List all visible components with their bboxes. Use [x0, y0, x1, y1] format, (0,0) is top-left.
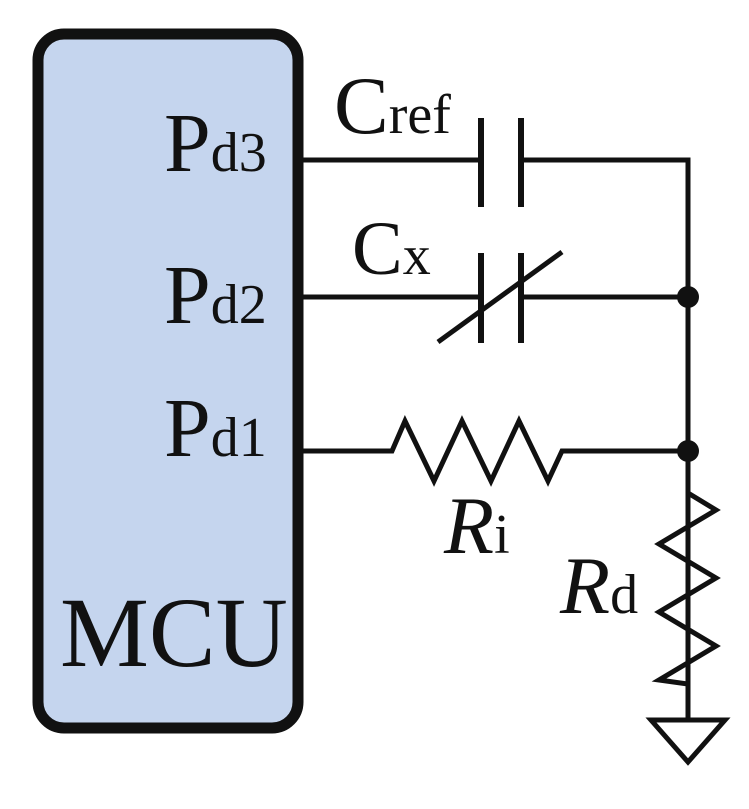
pin-label-d1-sub: d1 — [211, 407, 267, 469]
cref-label-sub: ref — [389, 84, 452, 146]
rd-label: Rd — [559, 540, 638, 631]
cx-label-sub: x — [403, 225, 431, 287]
ground-triangle-icon — [645, 717, 731, 766]
cx-label-main: C — [352, 207, 403, 291]
pin-label-d3-main: P — [164, 97, 211, 190]
wire-pd1-ri — [303, 414, 688, 487]
mcu-label: MCU — [60, 577, 288, 688]
capacitor-cx — [436, 249, 564, 345]
pin-label-d3: Pd3 — [164, 97, 267, 190]
ri-label: Ri — [443, 480, 510, 571]
pin-label-d1-main: P — [164, 382, 211, 475]
ri-label-main: R — [443, 480, 494, 571]
pin-label-d2: Pd2 — [164, 249, 267, 342]
resistor-rd — [651, 451, 721, 718]
mcu-block — [32, 28, 304, 734]
pin-label-d2-sub: d2 — [211, 274, 267, 336]
rd-label-main: R — [559, 540, 610, 631]
capacitor-cref — [478, 118, 524, 207]
junction-dot-icon — [677, 286, 699, 308]
pin-label-d1: Pd1 — [164, 382, 267, 475]
cx-variable-arrow — [436, 249, 564, 345]
pin-label-d2-main: P — [164, 249, 211, 342]
ri-label-sub: i — [494, 504, 510, 566]
cref-label: Cref — [334, 60, 451, 151]
cref-label-main: C — [334, 60, 389, 151]
cx-label: Cx — [352, 207, 431, 291]
junction-dot-icon — [677, 440, 699, 462]
pin-label-d3-sub: d3 — [211, 122, 267, 184]
rd-label-sub: d — [610, 564, 638, 626]
